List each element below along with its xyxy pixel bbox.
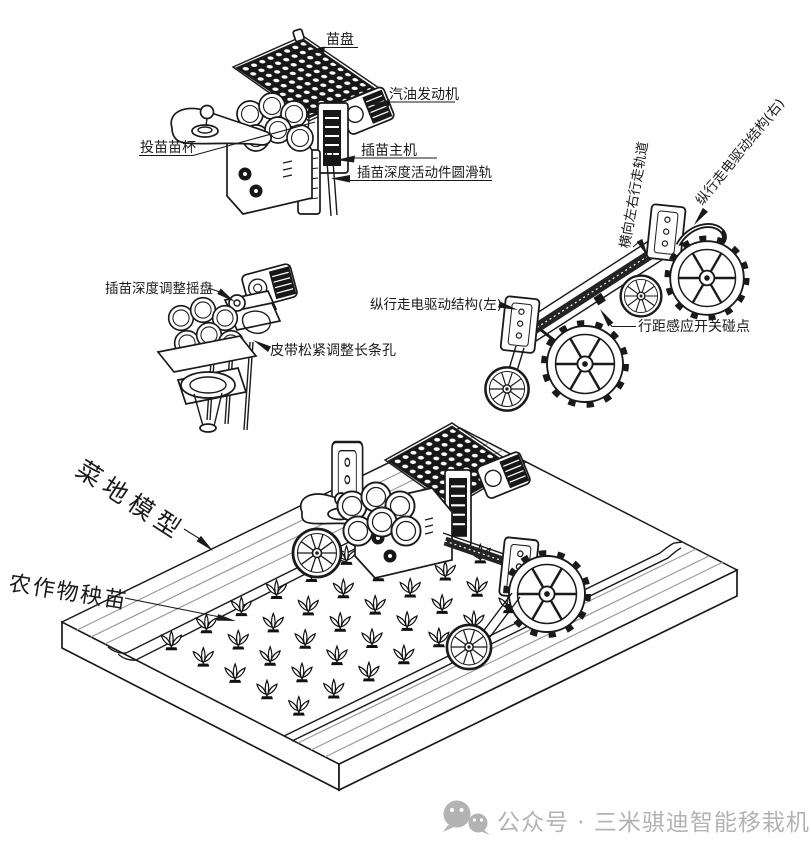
arrowhead [306, 46, 325, 54]
label-depth-adjust-dial: 插苗深度调整摇盘 [105, 280, 213, 297]
raised-bed [107, 457, 683, 742]
rail-drive-assembly [484, 203, 746, 412]
arrowhead [331, 175, 350, 183]
front-track-guides [297, 548, 724, 758]
label-seedling-drop-cup: 投苗苗杯 [140, 140, 196, 156]
rail-left-cleat-wheel [544, 323, 626, 405]
watermark-text: 公众号 · 三米骐迪智能移栽机 [497, 810, 810, 836]
arrowhead [336, 155, 355, 163]
slab-top-surface [60, 427, 739, 765]
middle-wheel [619, 274, 663, 318]
label-longitudinal-drive-right: 纵行走电驱动结构(右) [693, 96, 789, 209]
mid-adjuster-assembly [156, 263, 298, 433]
leader-line [192, 121, 316, 157]
arrowhead [216, 614, 236, 621]
arrowhead [253, 340, 271, 352]
arrowhead [217, 288, 235, 302]
label-transplant-main-unit: 插苗主机 [361, 143, 417, 159]
field-model [60, 427, 739, 792]
label-crop-seedlings: 农作物秧苗 [7, 571, 129, 614]
wechat-icon [443, 800, 490, 835]
label-row-spacing-switch-contact: 行距感应开关碰点 [638, 318, 750, 335]
arrowhead [694, 207, 708, 225]
drop-funnel [180, 371, 236, 399]
watermark: 公众号 · 三米骐迪智能移栽机 [443, 800, 810, 836]
label-field-model: 菜地模型 [71, 455, 191, 547]
top-machine [170, 28, 395, 217]
label-depth-slide-rail: 插苗深度活动件圆滑轨 [357, 165, 492, 181]
label-belt-tension-slot: 皮带松紧调整长条孔 [270, 342, 396, 359]
rail-left-small-wheel [484, 366, 530, 412]
depth-adjust-dial [228, 294, 246, 312]
label-gasoline-engine: 汽油发动机 [389, 87, 459, 103]
arrowhead [636, 238, 648, 257]
label-longitudinal-drive-left: 纵行走电驱动结构(左) [370, 297, 502, 313]
label-seedling-tray: 苗盘 [326, 31, 354, 48]
leader-line [124, 597, 221, 618]
label-transverse-track: 横向左右行走轨道 [617, 141, 652, 250]
arrowhead [371, 99, 390, 107]
belt-loop [241, 310, 271, 334]
arrowhead [600, 309, 614, 327]
right-small-wheel [445, 623, 493, 671]
arrowhead [498, 301, 518, 310]
left-guide-wheel [291, 527, 343, 579]
arrowhead [196, 535, 213, 551]
lever-knob-top [199, 104, 215, 120]
engine-bottom [476, 451, 531, 499]
cup-plate [156, 335, 258, 373]
row-spacing-contact [593, 292, 606, 306]
field-transplanter [291, 422, 588, 671]
